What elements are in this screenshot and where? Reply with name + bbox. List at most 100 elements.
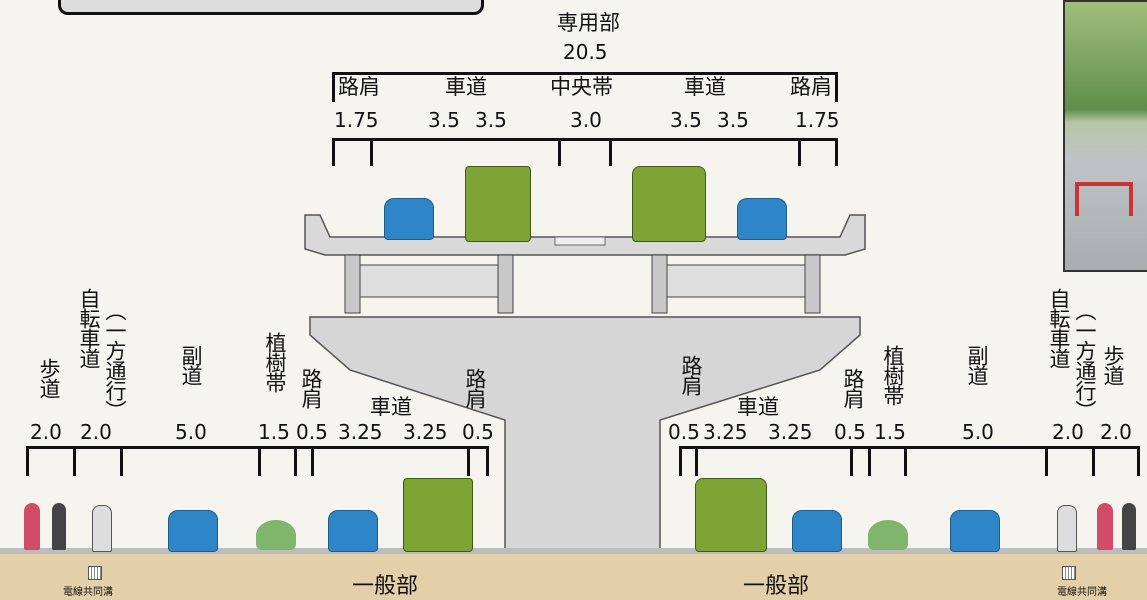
top-width-3: 3.0 <box>570 108 602 132</box>
section-label-right: 一般部 <box>743 574 810 599</box>
top-label-shoulder-left: 路肩 <box>338 75 380 99</box>
right-label-shoulder-inner: 路肩 <box>679 355 703 395</box>
ground <box>0 553 1147 600</box>
cyclist-right <box>1057 505 1077 552</box>
left-width-4: 0.5 <box>296 420 328 444</box>
left-dim-tick <box>73 446 76 476</box>
top-span-tick-right <box>835 72 838 102</box>
right-label-frontage: 副道 <box>965 345 989 385</box>
top-title: 専用部 <box>557 11 620 35</box>
conduit-label-right: 電線共同溝 <box>1057 587 1107 598</box>
right-width-6: 2.0 <box>1052 420 1084 444</box>
car-top-left <box>384 198 434 240</box>
cyclist-left <box>92 505 112 552</box>
left-label-bikeway: 自転車道 <box>77 288 101 368</box>
right-label-planting: 植樹帯 <box>881 345 905 405</box>
left-dim-tick <box>26 446 29 476</box>
left-dim-tick <box>258 446 261 476</box>
right-width-5: 5.0 <box>962 420 994 444</box>
top-label-shoulder-right: 路肩 <box>790 75 832 99</box>
top-label-median: 中央帯 <box>550 75 613 99</box>
right-dim-tick <box>868 446 871 476</box>
top-dim-tick <box>835 138 838 166</box>
left-width-7: 0.5 <box>462 420 494 444</box>
right-width-0: 0.5 <box>668 420 700 444</box>
top-width-4: 3.5 <box>670 108 702 132</box>
right-width-7: 2.0 <box>1100 420 1132 444</box>
left-width-2: 5.0 <box>175 420 207 444</box>
shrub-right <box>868 520 908 550</box>
viaduct-structure <box>304 214 866 554</box>
left-label-shoulder-inner: 路肩 <box>463 368 487 408</box>
car-road-left <box>328 510 378 552</box>
left-dim-tick <box>467 446 470 476</box>
truck-top-left <box>465 166 531 242</box>
top-dim-tick <box>558 138 561 166</box>
right-dimension-line <box>679 446 1140 449</box>
right-dim-tick <box>850 446 853 476</box>
right-label-roadway: 車道 <box>737 395 779 419</box>
right-width-2: 3.25 <box>768 420 813 444</box>
top-width-1: 3.5 <box>428 108 460 132</box>
left-dim-tick <box>486 446 489 476</box>
pedestrian-right-2 <box>1122 503 1136 550</box>
right-dim-tick <box>1092 446 1095 476</box>
top-dim-tick <box>609 138 612 166</box>
top-width-2: 3.5 <box>475 108 507 132</box>
right-width-4: 1.5 <box>874 420 906 444</box>
right-width-1: 3.25 <box>703 420 748 444</box>
photo-inset <box>1063 0 1147 272</box>
right-dim-tick <box>1045 446 1048 476</box>
left-dim-tick <box>294 446 297 476</box>
car-road-right <box>792 510 842 552</box>
left-label-shoulder: 路肩 <box>299 368 323 408</box>
top-span-line <box>332 72 838 75</box>
shrub-left <box>256 520 296 550</box>
truck-road-left <box>403 478 473 552</box>
car-frontage-right <box>950 510 1000 552</box>
right-dim-tick <box>904 446 907 476</box>
top-width-0: 1.75 <box>334 108 379 132</box>
right-width-3: 0.5 <box>834 420 866 444</box>
left-label-frontage: 副道 <box>179 345 203 385</box>
top-label-roadway-right: 車道 <box>684 75 726 99</box>
top-span-tick-left <box>332 72 335 102</box>
right-label-shoulder: 路肩 <box>841 368 865 408</box>
top-dimension-line <box>332 138 838 141</box>
conduit-icon-right <box>1062 566 1076 580</box>
left-dimension-line <box>26 446 489 449</box>
right-label-bikeway: 自転車道 <box>1047 288 1071 368</box>
left-width-6: 3.25 <box>403 420 448 444</box>
right-dim-tick <box>1137 446 1140 476</box>
right-dim-tick <box>695 446 698 476</box>
road-surface <box>0 548 1147 554</box>
truck-road-right <box>695 478 767 552</box>
right-label-sidewalk: 歩道 <box>1101 345 1125 385</box>
pedestrian-left <box>24 503 40 550</box>
top-total-width: 20.5 <box>563 40 608 64</box>
pedestrian-right <box>1097 503 1113 550</box>
top-width-6: 1.75 <box>795 108 840 132</box>
pedestrian-left-2 <box>52 503 66 550</box>
top-dim-tick <box>370 138 373 166</box>
left-width-5: 3.25 <box>338 420 383 444</box>
top-dim-tick <box>332 138 335 166</box>
left-width-3: 1.5 <box>258 420 290 444</box>
left-dim-tick <box>311 446 314 476</box>
left-width-1: 2.0 <box>80 420 112 444</box>
left-width-0: 2.0 <box>30 420 62 444</box>
conduit-label-left: 電線共同溝 <box>63 587 113 598</box>
car-top-right <box>737 198 787 240</box>
top-width-5: 3.5 <box>717 108 749 132</box>
right-label-oneway: （一方通行） <box>1073 300 1097 420</box>
left-label-planting: 植樹帯 <box>263 332 287 392</box>
top-label-roadway-left: 車道 <box>445 75 487 99</box>
left-dim-tick <box>120 446 123 476</box>
left-label-sidewalk: 歩道 <box>37 358 61 398</box>
top-dim-tick <box>798 138 801 166</box>
car-frontage-left <box>168 510 218 552</box>
left-label-roadway: 車道 <box>370 395 412 419</box>
section-label-left: 一般部 <box>352 574 419 599</box>
photo-railing <box>1075 182 1133 216</box>
top-left-panel <box>58 0 484 15</box>
